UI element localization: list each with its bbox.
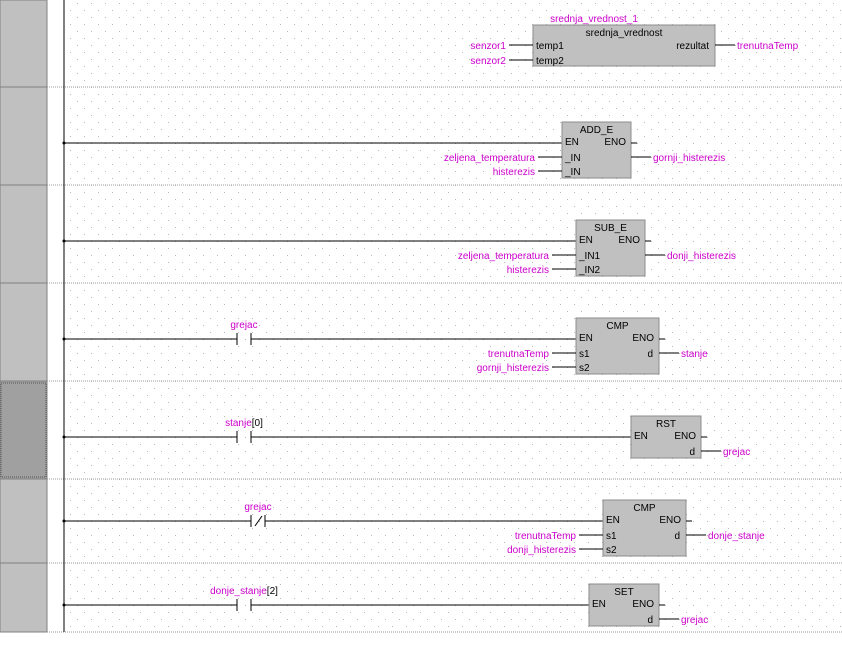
contact-label[interactable]: grejac — [244, 502, 271, 513]
en-pin-label: EN — [579, 235, 593, 246]
output-pin-label: d — [674, 531, 680, 542]
contact-label[interactable]: grejac — [230, 320, 257, 331]
input-pin-label: _IN1 — [578, 251, 601, 262]
input-variable[interactable]: gornji_histerezis — [477, 363, 549, 374]
contact-variable[interactable]: donje_stanje — [210, 586, 267, 597]
contact-index: [2] — [267, 586, 278, 597]
input-variable[interactable]: histerezis — [493, 167, 535, 178]
eno-pin-label: ENO — [618, 235, 640, 246]
eno-pin-label: ENO — [604, 137, 626, 148]
function-block-sub_e[interactable]: SUB_EEN ENO _IN1 zeljena_temperatura _IN2 his… — [458, 219, 736, 277]
contact-variable[interactable]: stanje — [225, 418, 252, 429]
rung-3[interactable]: SUB_EEN ENO _IN1 zeljena_temperatura _IN2 his… — [62, 219, 736, 277]
en-pin-label: EN — [579, 333, 593, 344]
input-pin-label: _IN2 — [578, 265, 601, 276]
input-pin-label: s1 — [579, 349, 590, 360]
input-variable[interactable]: donji_histerezis — [507, 545, 576, 556]
input-pin-label: _IN — [564, 167, 581, 178]
contact-label[interactable]: donje_stanje[2] — [210, 586, 278, 597]
output-variable[interactable]: trenutnaTemp — [737, 41, 799, 52]
input-variable[interactable]: trenutnaTemp — [515, 531, 577, 542]
block-body[interactable] — [588, 583, 660, 627]
input-pin-label: s1 — [606, 531, 617, 542]
input-variable[interactable]: trenutnaTemp — [488, 349, 550, 360]
rung-row-header[interactable] — [0, 478, 48, 564]
block-title: SET — [614, 587, 633, 598]
contact-label[interactable]: stanje[0] — [225, 418, 263, 429]
block-title: ADD_E — [580, 125, 614, 136]
block-title: RST — [656, 419, 676, 430]
input-pin-label: temp1 — [536, 41, 564, 52]
output-pin-label: d — [689, 447, 695, 458]
input-pin-label: s2 — [606, 545, 617, 556]
contact-nc-slash — [254, 515, 263, 527]
input-variable[interactable]: senzor1 — [470, 41, 506, 52]
contact-variable[interactable]: grejac — [244, 502, 271, 513]
block-title: CMP — [606, 321, 629, 332]
output-pin-label: d — [647, 349, 653, 360]
rung-row-header[interactable] — [0, 0, 48, 88]
block-body[interactable] — [561, 121, 632, 179]
function-block-cmp[interactable]: CMP EN ENO s1 trenutnaTemp s2 gornji_histerezi… — [477, 317, 708, 375]
block-body[interactable] — [575, 317, 660, 375]
rung-7[interactable]: donje_stanje[2] SET EN ENO d grejac — [62, 583, 709, 627]
block-title: srednja_vrednost — [586, 28, 663, 39]
function-block-cmp[interactable]: CMP EN ENO s1 trenutnaTemp s2 donji_histerezis… — [507, 499, 765, 557]
rung-row-header[interactable] — [0, 282, 48, 382]
input-variable[interactable]: zeljena_temperatura — [444, 153, 536, 164]
input-pin-label: temp2 — [536, 56, 564, 67]
rung-6[interactable]: grejac CMP EN ENO s1 trenutnaTemp s2 donji_hist… — [62, 499, 766, 557]
selected-row-focus — [0, 382, 47, 478]
eno-pin-label: ENO — [632, 333, 654, 344]
block-body[interactable] — [630, 415, 702, 459]
rung-row-header[interactable] — [0, 380, 48, 480]
input-variable[interactable]: senzor2 — [470, 56, 506, 67]
block-title: SUB_E — [594, 223, 627, 234]
output-variable[interactable]: grejac — [681, 615, 708, 626]
contact-variable[interactable]: grejac — [230, 320, 257, 331]
eno-pin-label: ENO — [632, 599, 654, 610]
en-pin-label: EN — [592, 599, 606, 610]
input-variable[interactable]: histerezis — [507, 265, 549, 276]
block-title: CMP — [633, 503, 656, 514]
eno-pin-label: ENO — [659, 515, 681, 526]
output-variable[interactable]: donje_stanje — [708, 531, 765, 542]
input-pin-label: _IN — [564, 153, 581, 164]
en-pin-label: EN — [634, 431, 648, 442]
output-pin-label: rezultat — [676, 41, 709, 52]
rung-1[interactable]: srednja_vrednost_1srednja_vrednosttemp1s… — [470, 14, 798, 67]
output-variable[interactable]: donji_histerezis — [667, 251, 736, 262]
output-variable[interactable]: grejac — [723, 447, 750, 458]
en-pin-label: EN — [606, 515, 620, 526]
output-pin-label: d — [647, 615, 653, 626]
block-body[interactable] — [575, 219, 646, 277]
eno-pin-label: ENO — [674, 431, 696, 442]
input-pin-label: s2 — [579, 363, 590, 374]
rung-4[interactable]: grejac CMP EN ENO s1 trenutnaTemp s2 gornji_his… — [62, 317, 709, 375]
function-block-rst[interactable]: RST EN ENO d grejac — [630, 415, 750, 459]
function-block-set[interactable]: SET EN ENO d grejac — [588, 583, 708, 627]
block-body[interactable] — [532, 24, 716, 67]
rung-row-header[interactable] — [0, 184, 48, 284]
block-body[interactable] — [602, 499, 687, 557]
rung-row-header[interactable] — [0, 562, 48, 633]
contact-index: [0] — [252, 418, 263, 429]
input-variable[interactable]: zeljena_temperatura — [458, 251, 550, 262]
block-instance-name[interactable]: srednja_vrednost_1 — [550, 14, 638, 25]
dot-grid — [66, 0, 842, 632]
output-variable[interactable]: gornji_histerezis — [653, 153, 725, 164]
rung-row-header[interactable] — [0, 86, 48, 186]
output-variable[interactable]: stanje — [681, 349, 708, 360]
rung-5[interactable]: stanje[0] RST EN ENO d grejac — [62, 415, 751, 459]
en-pin-label: EN — [565, 137, 579, 148]
function-block-srednja_vrednost[interactable]: srednja_vrednost temp1 senzor1 temp2 senzor2… — [470, 24, 799, 67]
